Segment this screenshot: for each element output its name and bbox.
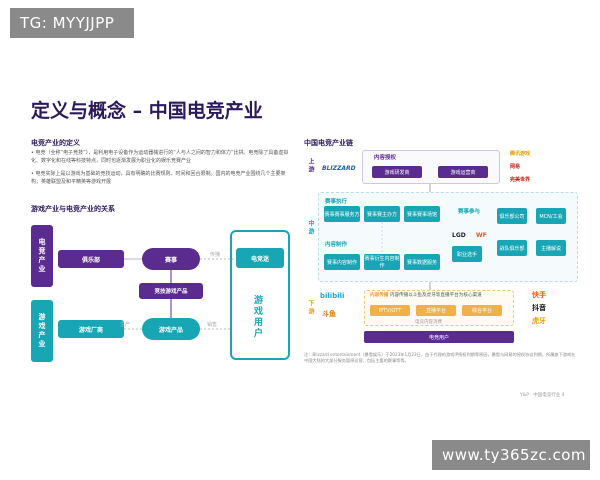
game-product-box: 游戏产品: [142, 318, 200, 340]
event-service-tag: 赛事赛事服务方: [324, 206, 360, 222]
iptv-tag: IPTV/OTT: [370, 305, 410, 316]
esports-user-tag: 电竞用户: [364, 331, 514, 343]
definition-heading: 电竞产业的定义: [31, 139, 80, 147]
club-box: 俱乐部: [58, 250, 124, 268]
anchor-tag: 主播解说: [536, 240, 566, 256]
mcn-tag: MCN/工会: [536, 208, 566, 224]
watermark-text: TG: MYYJJPP: [20, 14, 115, 32]
lgd-logo: LGD: [452, 232, 466, 239]
wf-logo: WF: [476, 232, 487, 239]
event-box: 赛事: [142, 248, 200, 270]
players-label: 游戏用户: [252, 295, 262, 339]
sell-label: 销售: [207, 322, 218, 328]
content-license-label: 内容授权: [374, 155, 397, 161]
netease-logo: 网易: [510, 164, 521, 170]
content-consume-label: 电竞内容消费: [415, 320, 442, 325]
fans-box: 电竞迷: [236, 248, 284, 268]
event-host-tag: 赛事赛主办方: [364, 206, 400, 222]
watermark-banner-bottom: www.ty365zc.com: [432, 440, 590, 470]
watermark-url: www.ty365zc.com: [442, 446, 587, 464]
relation-heading: 游戏产业与电竞产业的关系: [31, 205, 115, 213]
publisher-box: 游戏厂商: [58, 320, 124, 338]
derived-content-tag: 赛事衍生内容制作: [364, 254, 400, 270]
live-tag: 直播平台: [416, 305, 456, 316]
downstream-label: 下游: [307, 300, 314, 316]
tencent-logo: 腾讯游戏: [510, 151, 531, 157]
produce-label: 生产: [120, 322, 131, 328]
douyu-logo: 斗鱼: [322, 310, 336, 318]
bilibili-logo: bilibili: [320, 292, 345, 300]
event-data-tag: 赛事数据服务: [404, 254, 440, 270]
content-make-label: 内容制作: [325, 242, 348, 248]
chain-heading: 中国电竞产业链: [304, 139, 353, 147]
event-part-label: 赛事参与: [458, 209, 481, 215]
pro-player-tag: 职业选手: [452, 246, 482, 262]
perfect-logo: 完美世界: [510, 177, 531, 183]
definition-para-1: • 电竞（全称“电子竞技”），是利用电子设备作为运动器械进行的“人与人之间的智力…: [31, 150, 289, 164]
midstream-section: [318, 192, 578, 282]
chain-footnote: 注：Blizzard entertainment（暴雪娱乐）于2023年1月23…: [304, 352, 576, 363]
content-spread-label: 内容传播 内容传播以斗鱼及虎牙等直播平台为核心渠道: [370, 293, 482, 298]
club-co-tag: 俱乐部公司: [497, 208, 527, 224]
event-venue-tag: 赛事赛事场馆: [404, 206, 440, 222]
watermark-banner: TG: MYYJJPP: [10, 8, 134, 38]
comp-tag: 综合平台: [462, 305, 502, 316]
blizzard-logo: BLIZZARD: [322, 165, 356, 172]
game-industry-label: 游戏产业: [31, 300, 53, 362]
broadcast-label: 传播: [210, 252, 221, 258]
definition-para-2: • 电竞实际上是以游戏为基础的竞技运动，具有明确的比赛规则、时间和回合限制。国内…: [31, 171, 286, 185]
esports-industry-label: 电竞产业: [31, 225, 53, 287]
page-number: Y&P · 中国电竞行业 4: [520, 393, 565, 398]
upstream-label: 上游: [307, 158, 314, 174]
kuaishou-logo: 快手: [532, 291, 546, 299]
midstream-label: 中游: [307, 220, 314, 236]
huya-logo: 虎牙: [532, 317, 546, 325]
game-dev-tag: 游戏研发商: [372, 166, 422, 178]
club-team-tag: 战队俱乐部: [497, 240, 527, 256]
douyin-logo: 抖音: [532, 304, 546, 312]
competitive-product-box: 竞技游戏产品: [139, 283, 203, 299]
event-exec-label: 赛事执行: [325, 199, 348, 205]
game-op-tag: 游戏运营商: [438, 166, 488, 178]
event-content-tag: 赛事内容制作: [324, 254, 360, 270]
page-title: 定义与概念 – 中国电竞产业: [31, 100, 263, 122]
